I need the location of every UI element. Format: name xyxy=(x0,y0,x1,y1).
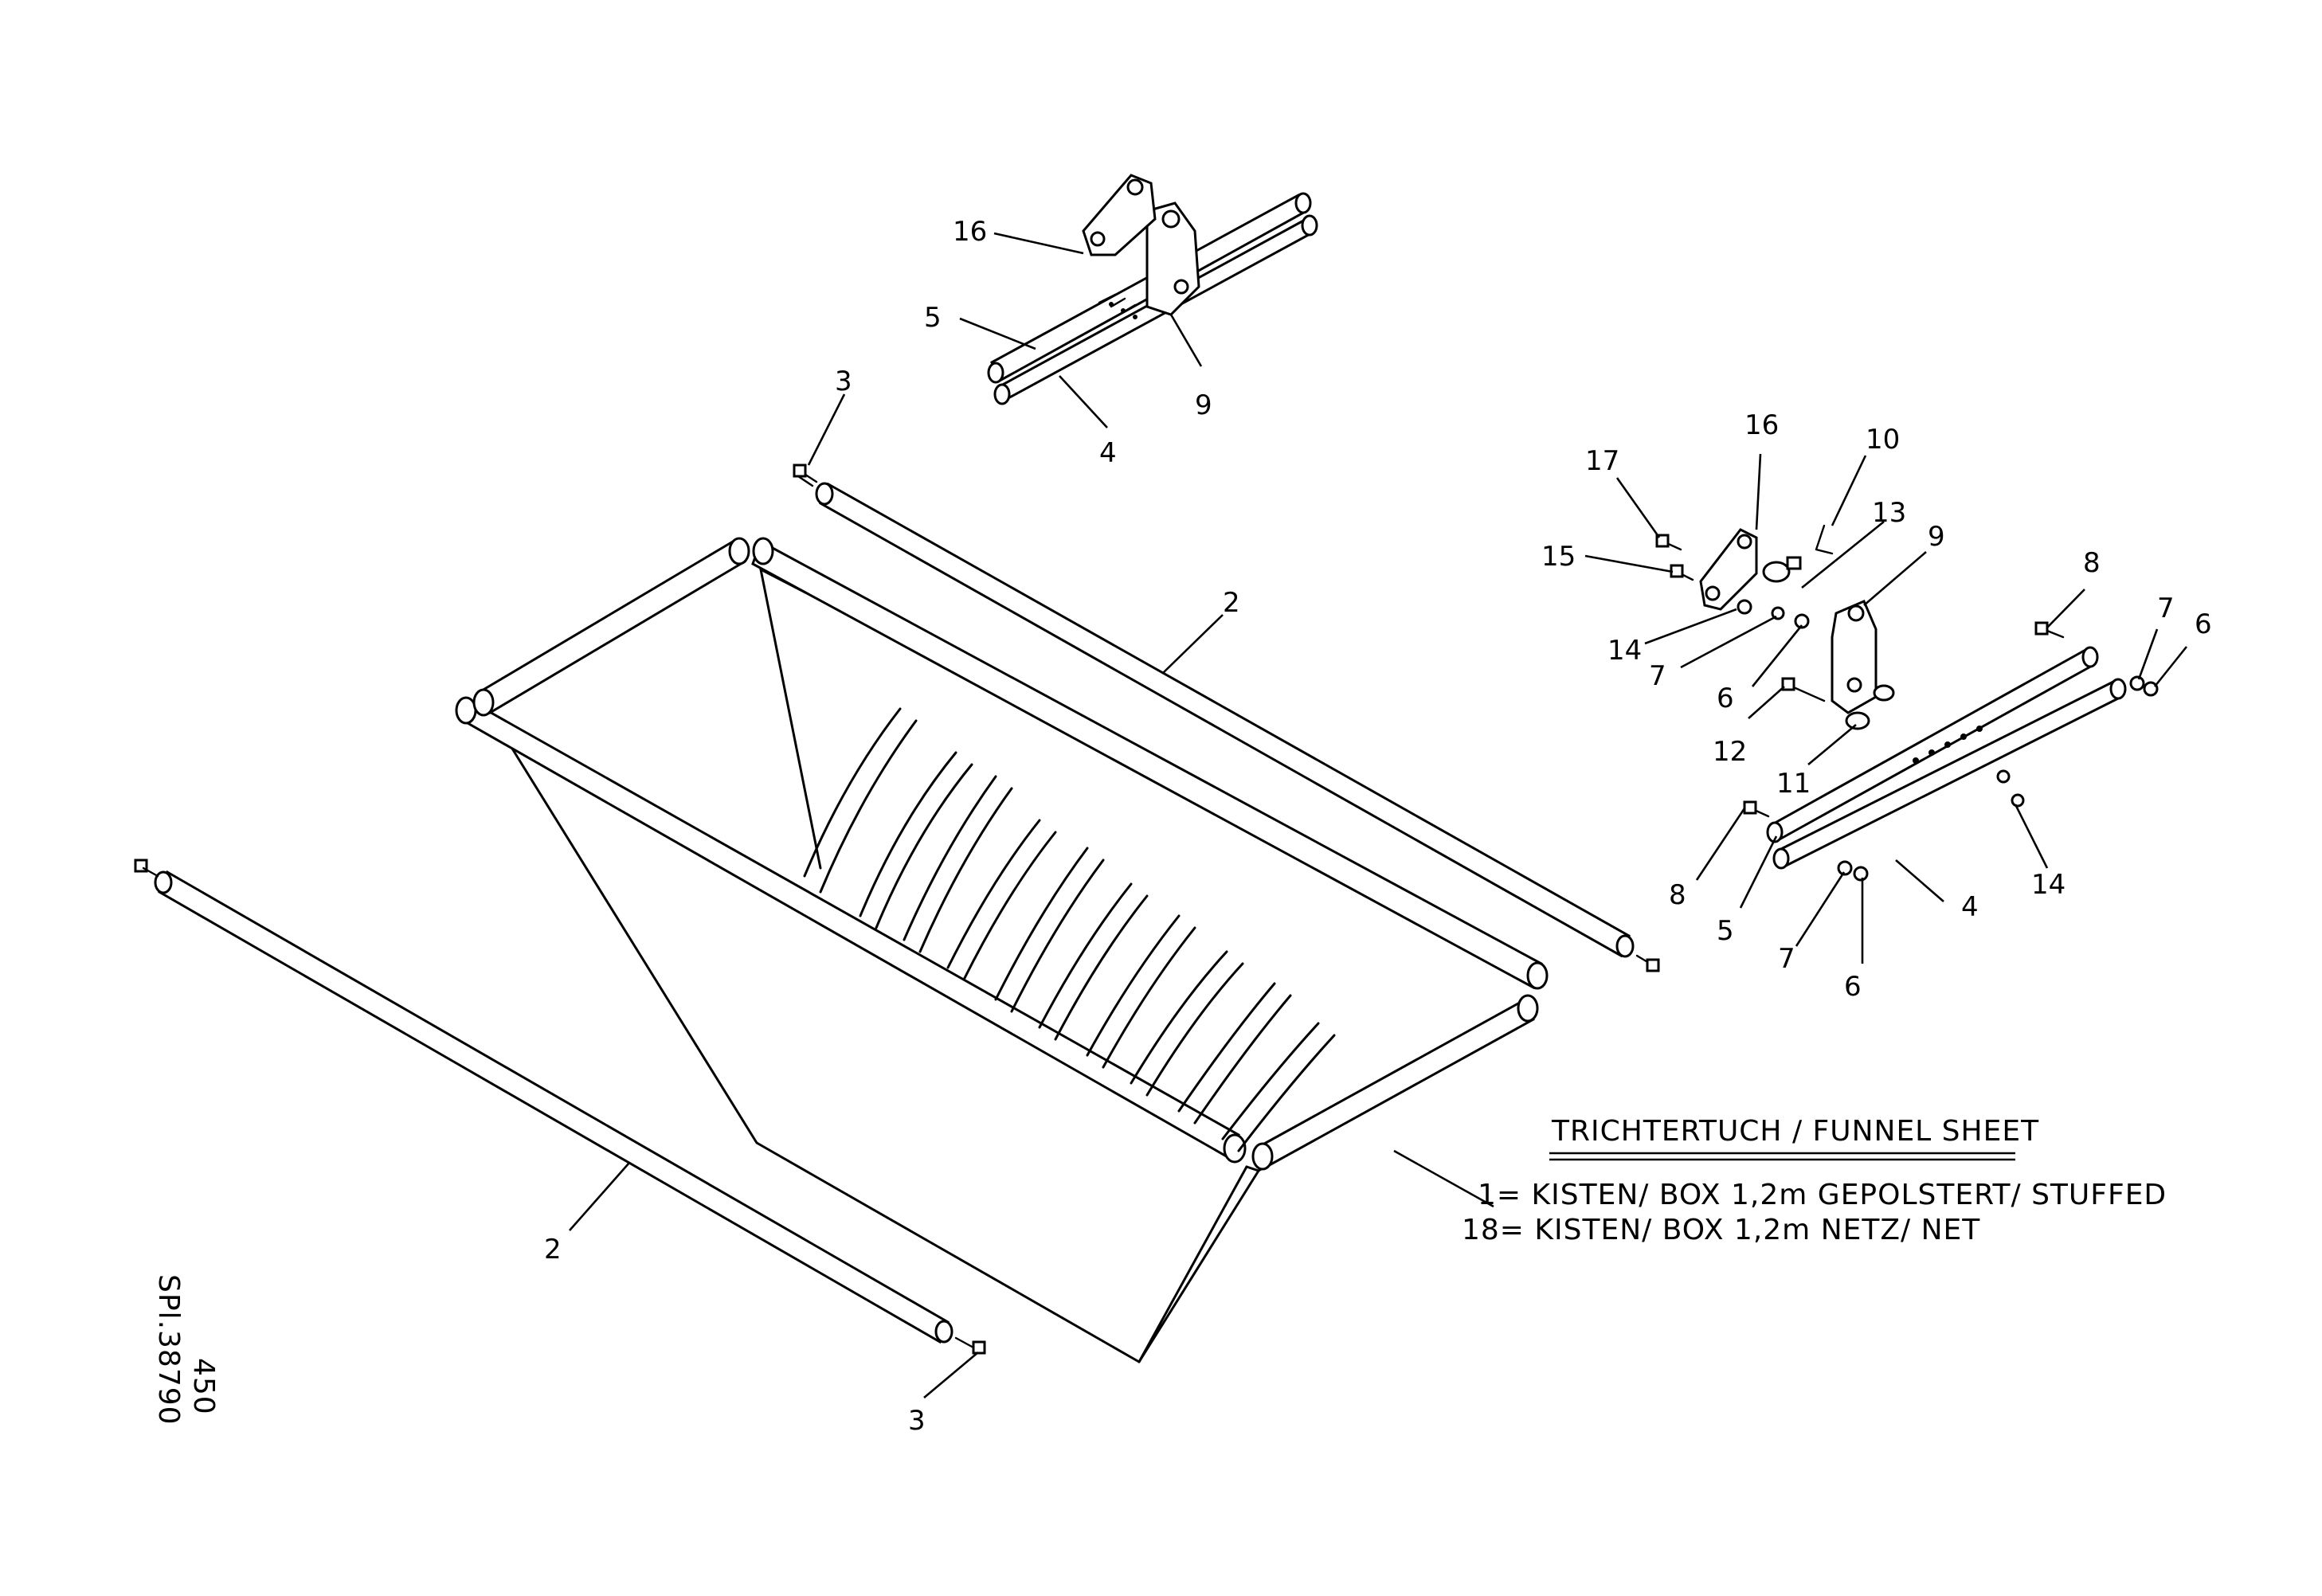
callout-right-8a: 8 xyxy=(2083,547,2101,579)
callout-right-7a: 7 xyxy=(1649,660,1666,692)
callout-right-14a: 14 xyxy=(1607,635,1642,667)
callout-leaders xyxy=(569,232,2188,1398)
callout-labels: 16 5 9 4 3 2 2 3 17 16 10 13 15 9 14 7 6… xyxy=(544,216,2212,1437)
callout-right-12: 12 xyxy=(1713,736,1747,768)
drawing-title: TRICHTERTUCH / FUNNEL SHEET xyxy=(1551,1115,2039,1148)
callout-rod-top-3: 3 xyxy=(835,366,852,397)
callout-right-6c: 6 xyxy=(1844,971,1862,1003)
callout-top-5: 5 xyxy=(924,302,942,334)
back-top-tube xyxy=(751,537,1549,990)
callout-top-9: 9 xyxy=(1195,389,1212,421)
front-top-tube xyxy=(455,696,1247,1164)
drawing-number: SPl.38790 xyxy=(152,1274,185,1426)
top-hinge-assembly xyxy=(987,174,1318,405)
callout-right-6b: 6 xyxy=(2195,608,2212,640)
callout-right-6a: 6 xyxy=(1717,683,1734,714)
rod-bottom-loose xyxy=(134,859,986,1355)
callout-right-11a: 11 xyxy=(1776,768,1811,800)
legend-line-2: 18= KISTEN/ BOX 1,2m NETZ/ NET xyxy=(1462,1214,1980,1246)
title-block: TRICHTERTUCH / FUNNEL SHEET 1= KISTEN/ B… xyxy=(1462,1115,2167,1246)
callout-rod-bottom-3: 3 xyxy=(908,1405,926,1437)
callout-right-13: 13 xyxy=(1872,497,1906,529)
right-short-tube xyxy=(1251,994,1539,1171)
callout-right-7c: 7 xyxy=(1778,943,1795,975)
callout-right-9: 9 xyxy=(1928,521,1945,553)
callout-right-4: 4 xyxy=(1961,891,1979,923)
rod-top-loose xyxy=(793,464,1660,972)
callout-right-14b: 14 xyxy=(2031,869,2066,901)
callout-right-8b: 8 xyxy=(1669,879,1686,911)
callout-right-16: 16 xyxy=(1744,409,1779,441)
callout-top-16: 16 xyxy=(953,216,987,248)
callout-right-7b: 7 xyxy=(2157,593,2175,624)
callout-right-5: 5 xyxy=(1717,915,1734,947)
callout-rod-top-2: 2 xyxy=(1223,587,1240,619)
sheet-code: 450 xyxy=(187,1358,220,1415)
drawing-number-block: SPl.38790 450 xyxy=(152,1274,220,1426)
legend-line-1: 1= KISTEN/ BOX 1,2m GEPOLSTERT/ STUFFED xyxy=(1478,1179,2167,1211)
funnel-ribs xyxy=(803,707,1336,1152)
callout-rod-bottom-2: 2 xyxy=(544,1234,562,1265)
callout-right-17: 17 xyxy=(1585,445,1619,477)
right-hinge-assembly xyxy=(1655,524,2159,882)
callout-right-15: 15 xyxy=(1541,541,1576,573)
callout-right-10: 10 xyxy=(1866,424,1900,456)
callout-top-4: 4 xyxy=(1099,437,1117,469)
left-short-tube xyxy=(472,537,750,717)
